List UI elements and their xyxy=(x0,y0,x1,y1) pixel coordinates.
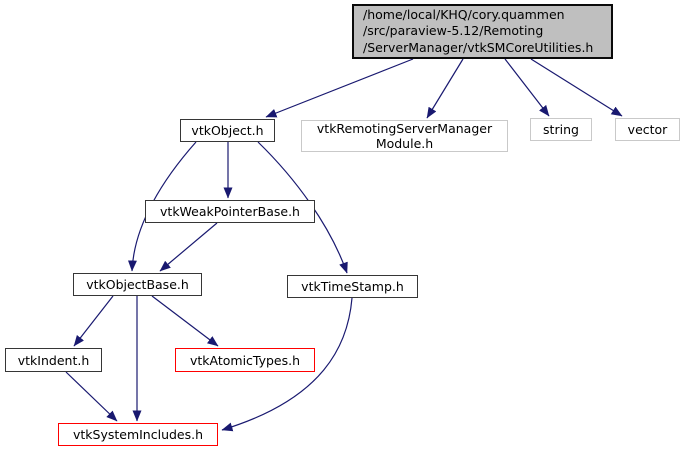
edge-vtksmcoreutilities-h-to-vtkobject-h xyxy=(265,58,414,118)
node-label-line: Module.h xyxy=(375,136,434,151)
node-label-line: vtkRemotingServerManager xyxy=(316,121,493,136)
node-label-line: vtkSystemIncludes.h xyxy=(72,427,204,442)
node-vtkweakpointerbase-h[interactable]: vtkWeakPointerBase.h xyxy=(145,200,315,223)
node-vtkatomictypes-h[interactable]: vtkAtomicTypes.h xyxy=(175,348,315,372)
node-vtktimestamp-h[interactable]: vtkTimeStamp.h xyxy=(287,275,418,298)
node-vector: vector xyxy=(615,118,680,141)
node-label-line: /home/local/KHQ/cory.quammen xyxy=(363,6,565,22)
edge-vtksmcoreutilities-h-to-vtkremotingservermanagermodule-h xyxy=(426,58,464,119)
node-vtksystemincludes-h[interactable]: vtkSystemIncludes.h xyxy=(58,423,218,446)
node-vtkindent-h[interactable]: vtkIndent.h xyxy=(5,348,102,372)
node-vtkobjectbase-h[interactable]: vtkObjectBase.h xyxy=(73,273,202,296)
edge-vtktimestamp-h-to-vtksystemincludes-h xyxy=(221,297,353,432)
node-vtksmcoreutilities-h: /home/local/KHQ/cory.quammen/src/paravie… xyxy=(352,4,613,59)
node-label-line: vtkObject.h xyxy=(191,123,264,138)
edge-vtkobjectbase-h-to-vtkindent-h xyxy=(73,295,114,347)
node-label-line: vector xyxy=(627,122,668,137)
edge-vtksmcoreutilities-h-to-string xyxy=(504,58,550,117)
node-label-line: vtkObjectBase.h xyxy=(86,277,189,292)
edge-vtkweakpointerbase-h-to-vtkobjectbase-h xyxy=(159,222,218,272)
edge-vtksmcoreutilities-h-to-vector xyxy=(530,58,623,117)
edge-vtkobjectbase-h-to-vtkatomictypes-h xyxy=(151,295,219,347)
node-string: string xyxy=(530,118,592,141)
node-label-line: vtkIndent.h xyxy=(17,352,90,368)
node-label-line: /ServerManager/vtkSMCoreUtilities.h xyxy=(363,39,594,55)
node-label-line: vtkAtomicTypes.h xyxy=(189,352,301,368)
node-vtkobject-h[interactable]: vtkObject.h xyxy=(180,119,275,142)
node-label-line: /src/paraview-5.12/Remoting xyxy=(363,23,544,39)
edge-vtkindent-h-to-vtksystemincludes-h xyxy=(65,371,118,422)
node-label-line: vtkWeakPointerBase.h xyxy=(160,204,300,219)
node-label-line: string xyxy=(543,122,579,137)
node-label-line: vtkTimeStamp.h xyxy=(301,279,404,294)
